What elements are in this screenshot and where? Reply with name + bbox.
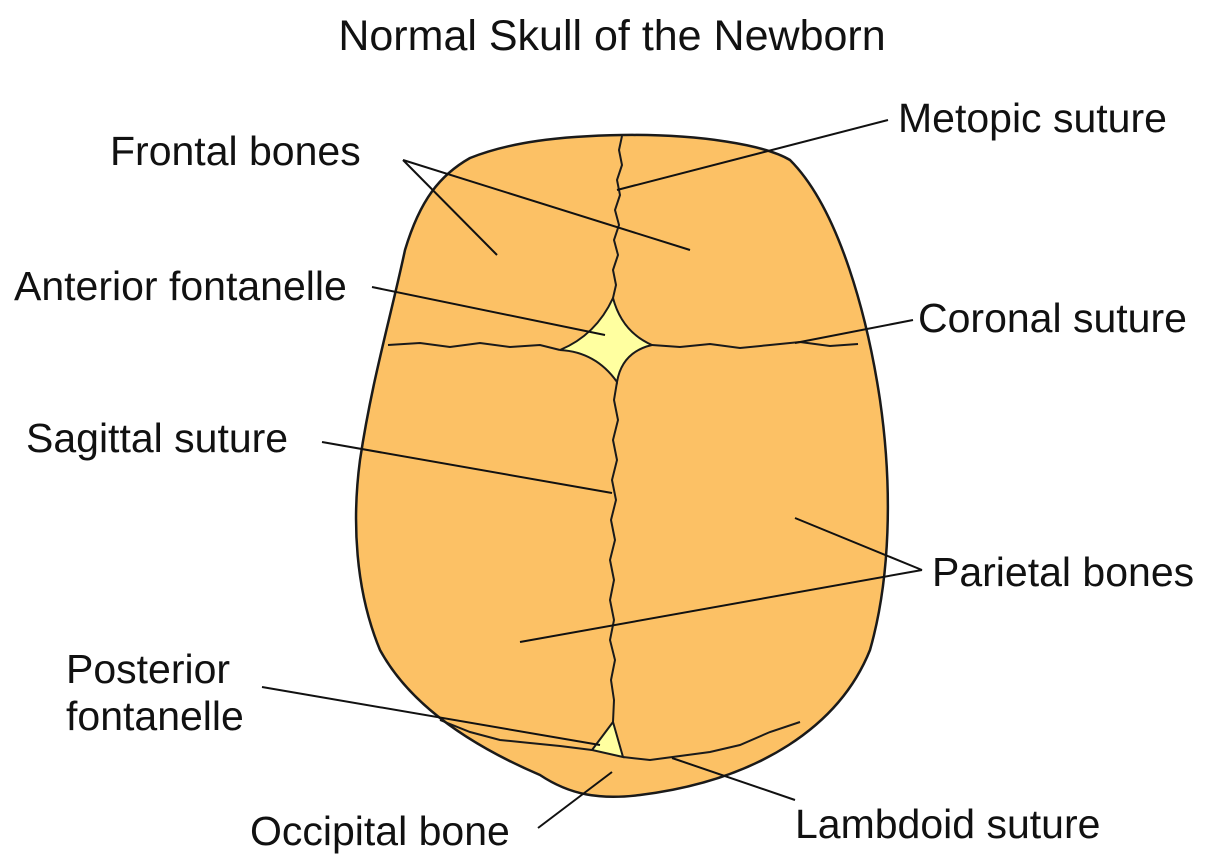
label-frontal-bones: Frontal bones	[110, 128, 361, 174]
label-posterior-fontanelle-line1: Posterior	[66, 646, 230, 692]
label-metopic-suture: Metopic suture	[898, 95, 1167, 141]
label-parietal-bones: Parietal bones	[932, 549, 1194, 595]
label-coronal-suture: Coronal suture	[918, 295, 1187, 341]
label-lambdoid-suture: Lambdoid suture	[795, 801, 1100, 847]
label-anterior-fontanelle: Anterior fontanelle	[14, 263, 347, 309]
skull-outline	[356, 135, 888, 797]
label-sagittal-suture: Sagittal suture	[26, 415, 288, 461]
label-posterior-fontanelle-line2: fontanelle	[66, 693, 244, 739]
diagram-title: Normal Skull of the Newborn	[338, 12, 885, 60]
label-occipital-bone: Occipital bone	[250, 808, 510, 854]
